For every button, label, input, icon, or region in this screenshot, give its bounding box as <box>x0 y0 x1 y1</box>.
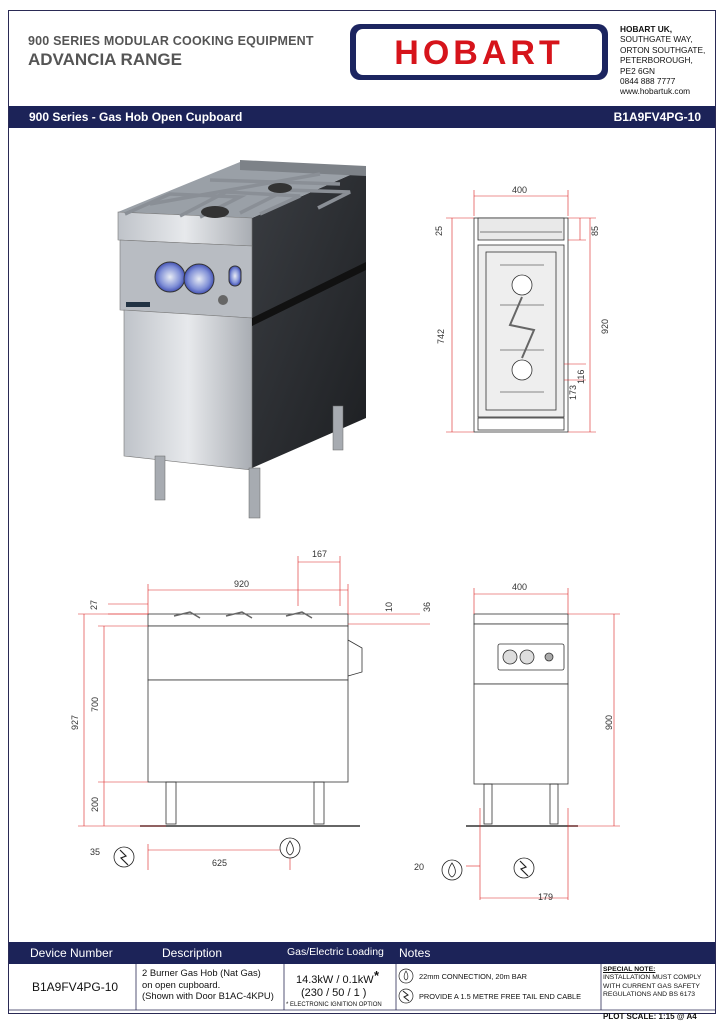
special-note-line: INSTALLATION MUST COMPLY <box>603 974 702 982</box>
dim-plan-rear: 25 <box>434 226 444 236</box>
address-line: PETERBOROUGH, <box>620 55 693 66</box>
side-connection-icons <box>113 837 301 868</box>
front-view <box>466 613 578 827</box>
gas-note-icon <box>398 968 414 984</box>
notes-icons <box>398 968 414 1004</box>
range-heading: ADVANCIA RANGE <box>28 50 182 69</box>
address-line: SOUTHGATE WAY, <box>620 34 693 45</box>
special-note-line: REGULATIONS AND BS 6173 <box>603 991 696 999</box>
dim-side-overall: 920 <box>234 579 249 589</box>
drawing-sheet-border <box>8 10 716 1014</box>
address-line: www.hobartuk.com <box>620 86 691 97</box>
plan-view <box>473 217 569 433</box>
description-line: 2 Burner Gas Hob (Nat Gas) <box>142 967 261 978</box>
dim-side-total-height: 927 <box>70 715 80 730</box>
dim-plan-burner-pitch: 173 <box>568 385 578 400</box>
dim-plan-depth: 742 <box>436 329 446 344</box>
front-dimensions <box>466 588 620 900</box>
brand-name: HOBART <box>394 34 564 72</box>
header-loading: Gas/Electric Loading <box>287 946 384 958</box>
plan-dimension-labels: 400 25 85 742 920 116 173 <box>434 185 610 400</box>
description-value: 2 Burner Gas Hob (Nat Gas) on open cupbo… <box>142 967 274 1002</box>
loading-value: 14.3kW / 0.1kW <box>296 974 374 986</box>
address-line: 0844 888 7777 <box>620 76 676 87</box>
special-note-title: SPECIAL NOTE: <box>603 966 656 973</box>
dim-side-lip: 27 <box>89 600 99 610</box>
note-gas: 22mm CONNECTION, 20m BAR <box>419 972 528 981</box>
title-bar: 900 Series - Gas Hob Open Cupboard B1A9F… <box>9 106 715 128</box>
plan-dimensions <box>446 190 596 433</box>
hobart-logo: HOBART <box>350 24 608 80</box>
dim-side-gas-offset: 35 <box>90 847 100 857</box>
product-render <box>117 160 366 519</box>
address-line: ORTON SOUTHGATE, <box>620 44 706 55</box>
dim-side-body-height: 700 <box>90 697 100 712</box>
ignition-note: * ELECTRONIC IGNITION OPTION <box>286 1002 382 1008</box>
dim-side-gas-position: 625 <box>212 858 227 868</box>
dim-front-elec-position: 179 <box>538 892 553 902</box>
plot-scale: PLOT SCALE: 1:15 @ A4 <box>603 1012 697 1021</box>
dim-side-top-width: 167 <box>312 549 327 559</box>
dim-front-gas-offset: 20 <box>414 862 424 872</box>
address-line: HOBART UK, <box>620 24 673 34</box>
dim-plan-width: 400 <box>512 185 527 195</box>
dim-front-height: 900 <box>604 715 614 730</box>
header-device-number: Device Number <box>30 946 113 960</box>
product-title: 900 Series - Gas Hob Open Cupboard <box>29 110 243 124</box>
dim-plan-total: 920 <box>600 319 610 334</box>
special-note: SPECIAL NOTE: INSTALLATION MUST COMPLY W… <box>603 966 715 1000</box>
dim-side-front: 36 <box>422 602 432 612</box>
description-line: (Shown with Door B1AC-4KPU) <box>142 990 274 1001</box>
address-line: PE2 6GN <box>620 65 656 76</box>
footer-table-lines <box>9 964 715 1011</box>
header-description: Description <box>162 946 223 960</box>
device-number-value: B1A9FV4PG-10 <box>32 980 119 994</box>
product-code: B1A9FV4PG-10 <box>613 110 701 124</box>
gas-connection-icon <box>279 837 301 859</box>
special-note-line: WITH CURRENT GAS SAFETY <box>603 982 700 990</box>
company-address: HOBART UK, SOUTHGATE WAY, ORTON SOUTHGAT… <box>620 24 705 97</box>
side-dimension-labels: 920 167 27 10 36 700 927 200 35 625 <box>70 549 432 868</box>
gas-connection-icon <box>441 859 463 881</box>
header-notes: Notes <box>399 946 431 960</box>
front-connection-icons <box>441 857 535 881</box>
dim-plan-back: 85 <box>590 226 600 236</box>
footer-header-bar <box>9 942 715 964</box>
description-line: on open cupboard. <box>142 978 221 990</box>
note-electric: PROVIDE A 1.5 METRE FREE TAIL END CABLE <box>419 992 582 1001</box>
dim-front-width: 400 <box>512 582 527 592</box>
series-heading: 900 SERIES MODULAR COOKING EQUIPMENT <box>28 34 314 48</box>
dim-side-legs: 200 <box>90 797 100 812</box>
loading-asterisk: * <box>374 968 380 983</box>
dim-side-hob: 10 <box>384 602 394 612</box>
ignition-asterisk: * <box>286 1002 289 1008</box>
ignition-note-text: ELECTRONIC IGNITION OPTION <box>290 1002 382 1008</box>
dim-plan-burner-offset: 116 <box>576 370 586 384</box>
front-dimension-labels: 400 900 20 179 <box>414 582 614 902</box>
loading-electric-value: (230 / 50 / 1 ) <box>301 987 367 999</box>
side-view <box>140 611 363 827</box>
